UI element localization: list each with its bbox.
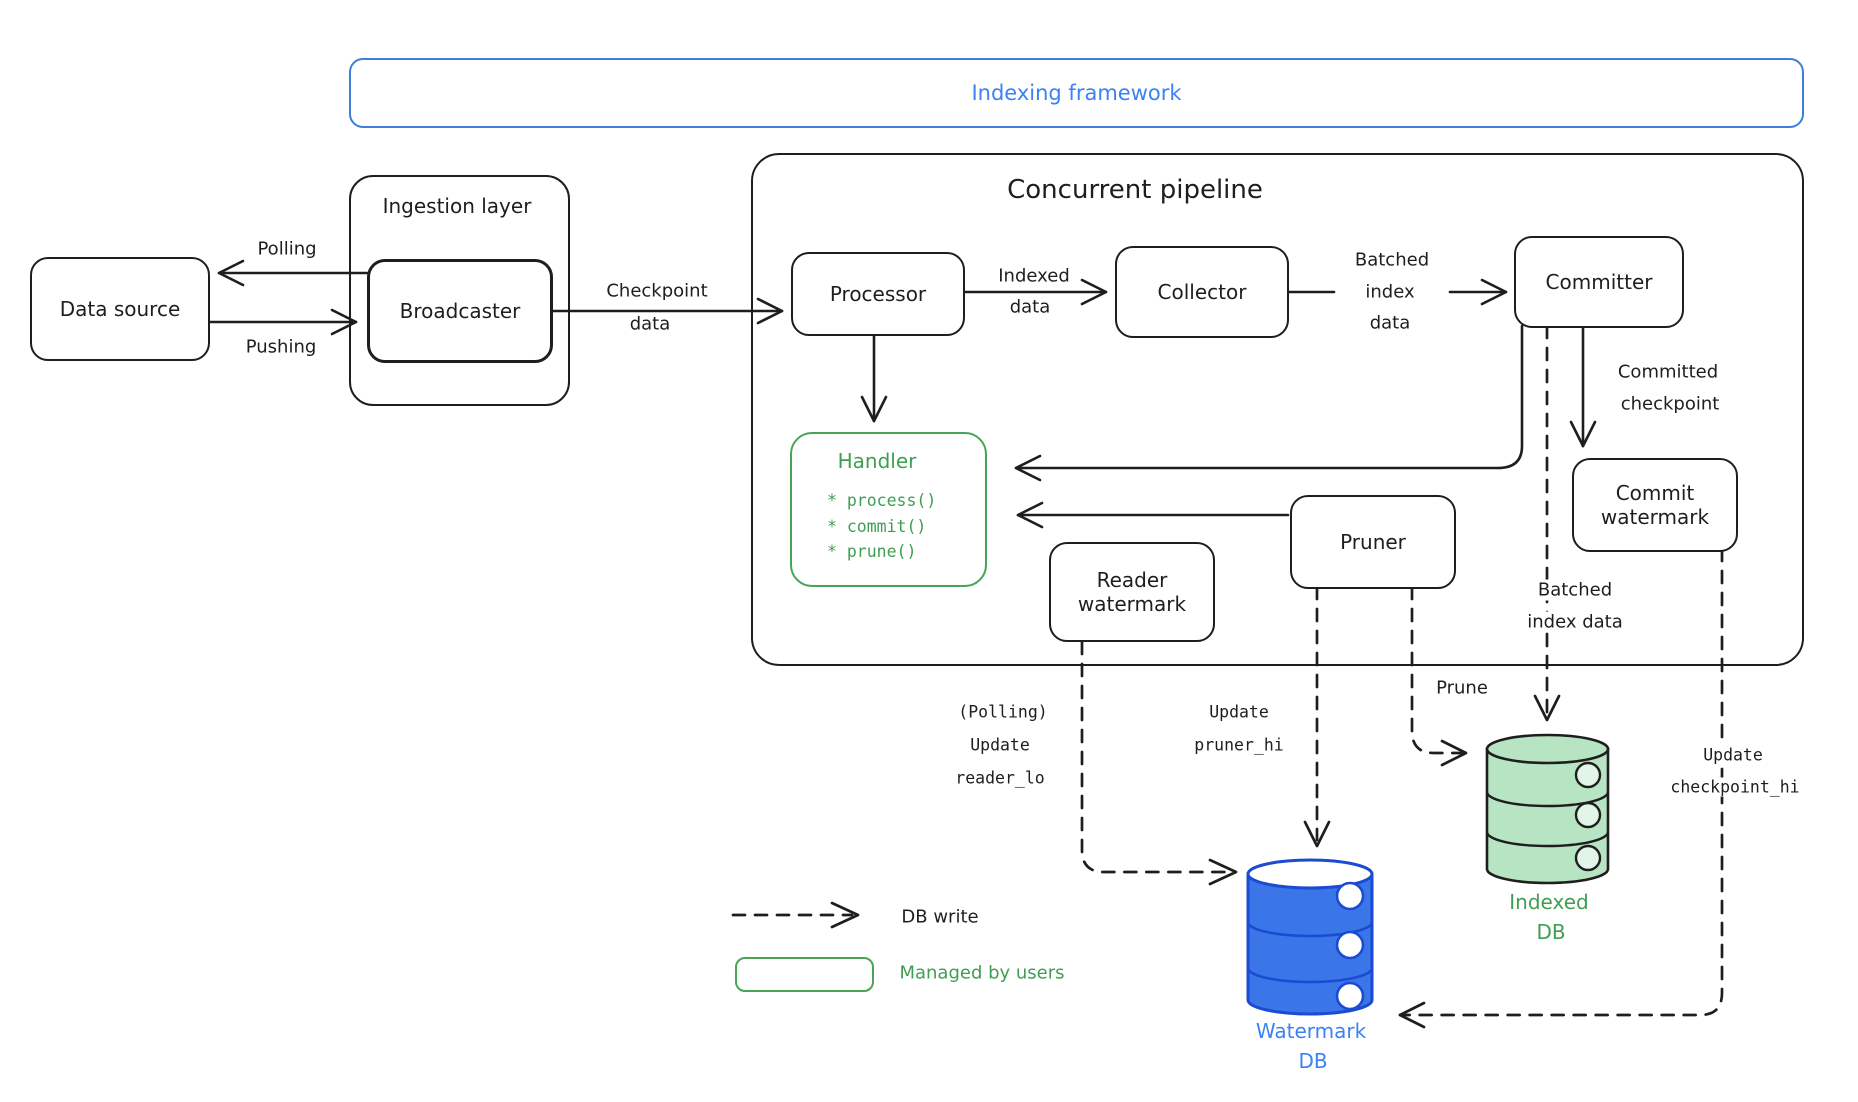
concurrent-pipeline-frame [751,153,1804,666]
prune-label: Prune [1436,677,1488,699]
collector-label: Collector [1157,280,1247,304]
batched-index-bottom-label-1: Batched [1534,579,1616,601]
update-pruner-hi-label-1: Update [1209,702,1269,722]
watermark-db-cylinder [1246,858,1374,1016]
update-pruner-hi-wire [1303,585,1331,848]
indexed-db-label-2: DB [1536,920,1566,944]
reader-watermark-label-1: Reader [1096,568,1168,592]
indexed-data-label-1: Indexed [998,265,1070,287]
batched-index-data-wire [1533,324,1561,722]
handler-method-process: * process() [827,491,937,510]
committed-checkpoint-arrow [1569,324,1597,448]
banner-title: Indexing framework [971,81,1182,105]
broadcaster-label: Broadcaster [399,299,521,323]
legend-managed-box [735,957,874,992]
committed-checkpoint-label-1: Committed [1617,361,1719,383]
indexed-data-arrow [959,278,1108,306]
processor-label: Processor [829,282,927,306]
indexing-framework-banner: Indexing framework [349,58,1804,128]
batched-index-bottom-label-2: index data [1524,611,1626,633]
commit-watermark-label-1: Commit [1615,481,1695,505]
handler-method-commit: * commit() [827,516,927,536]
reader-watermark-label-2: watermark [1077,592,1187,616]
batched-index-top-label-3: data [1369,312,1411,334]
ingestion-layer-frame [349,175,570,406]
concurrent-pipeline-title: Concurrent pipeline [1007,175,1263,205]
pruner-feedback-arrow [1016,501,1290,529]
handler-methods: * process() * commit() * prune() [827,488,936,565]
update-reader-lo-label-2: Update [970,735,1030,755]
watermark-db-label-1: Watermark [1255,1019,1367,1043]
legend-db-write-arrow [731,901,860,929]
committer-node: Committer [1514,236,1684,328]
processor-node: Processor [791,252,965,336]
batched-index-top-label-2: index [1365,281,1415,303]
broadcaster-node: Broadcaster [367,259,553,363]
collector-node: Collector [1115,246,1289,338]
reader-watermark-node: Reader watermark [1049,542,1215,642]
polling-arrow [217,259,369,287]
commit-watermark-label-2: watermark [1600,505,1710,529]
update-reader-lo-label-1: (Polling) [958,702,1048,722]
committer-label: Committer [1545,270,1653,294]
update-checkpoint-hi-wire [1398,547,1724,1029]
committer-feedback-arrow [1014,324,1524,482]
legend-db-write-label: DB write [901,906,979,928]
indexed-db-label-1: Indexed [1509,890,1589,914]
processor-to-handler-arrow [860,331,888,423]
handler-title: Handler [837,449,917,473]
checkpoint-data-label-1: Checkpoint [606,280,708,302]
pushing-label: Pushing [245,336,317,358]
handler-node [790,432,987,587]
checkpoint-data-label-2: data [629,313,671,335]
prune-wire [1410,585,1468,767]
pruner-node: Pruner [1290,495,1456,589]
update-pruner-hi-label-2: pruner_hi [1194,735,1284,755]
polling-label: Polling [257,238,317,260]
pushing-arrow [204,308,358,336]
handler-method-prune: * prune() [827,542,917,561]
commit-watermark-node: Commit watermark [1572,458,1738,552]
ingestion-layer-title: Ingestion layer [382,194,532,218]
watermark-db-label-2: DB [1298,1049,1328,1073]
pruner-label: Pruner [1340,530,1406,554]
checkpoint-data-arrow [538,297,784,325]
legend-managed-label: Managed by users [899,962,1065,984]
update-checkpoint-hi-label-1: Update [1700,745,1766,765]
update-reader-lo-wire [1080,640,1238,886]
indexed-data-label-2: data [1009,296,1051,318]
indexed-db-cylinder [1485,733,1610,885]
committed-checkpoint-label-2: checkpoint [1620,393,1720,415]
data-source-label: Data source [59,297,181,321]
update-reader-lo-label-3: reader_lo [955,768,1045,788]
batched-index-data-arrow [1283,278,1508,306]
update-checkpoint-hi-label-2: checkpoint_hi [1667,777,1803,797]
data-source-node: Data source [30,257,210,361]
batched-index-top-label-1: Batched [1354,249,1430,271]
